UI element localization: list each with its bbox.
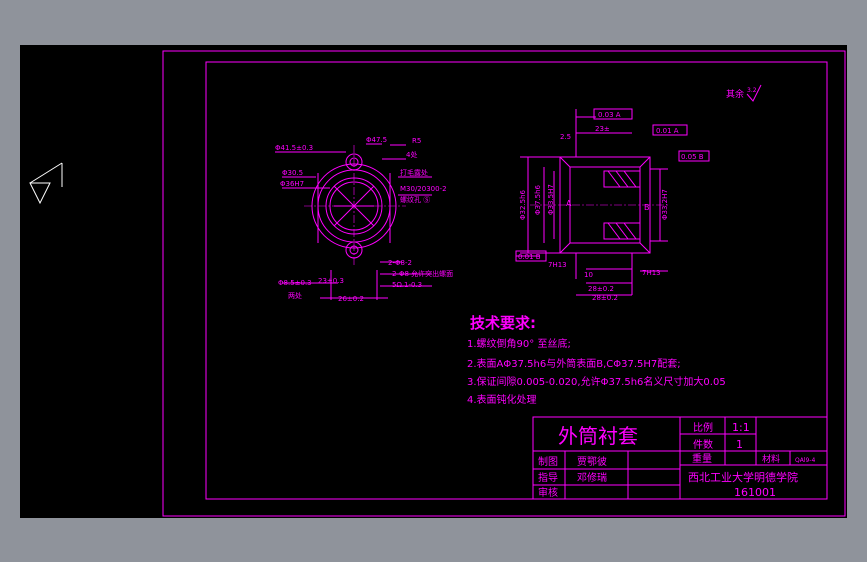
drawing-annotation: 重量 bbox=[692, 452, 712, 465]
drawing-annotation: 28±0.2 bbox=[592, 294, 618, 302]
front-view bbox=[275, 143, 432, 300]
drawing-annotation: Φ37.5h6 bbox=[534, 184, 542, 215]
tech-item: 4.表面钝化处理 bbox=[467, 393, 537, 406]
outer-frame bbox=[162, 50, 846, 517]
drawing-annotation: 螺纹孔 Ⓢ bbox=[400, 195, 430, 204]
drawing-annotation: 0.01 B bbox=[518, 253, 541, 261]
drawing-annotation: 28±0.2 bbox=[588, 285, 614, 293]
drawing-number: 161001 bbox=[734, 486, 776, 499]
section-view bbox=[516, 109, 670, 296]
drawing-annotation: 4处 bbox=[406, 150, 417, 159]
drawing-annotation: 材料 bbox=[762, 453, 780, 465]
drawing-annotation: 制图 bbox=[538, 455, 558, 468]
tech-title: 技术要求: bbox=[470, 314, 536, 332]
drawing-annotation: 两处 bbox=[288, 291, 302, 300]
tech-item: 2.表面AΦ37.5h6与外筒表面B,CΦ37.5H7配套; bbox=[467, 357, 681, 370]
drawing-annotation: 1:1 bbox=[732, 421, 750, 434]
drawing-annotation: 2-Φ8 允许突出螺面 bbox=[392, 269, 453, 278]
drawing-annotation: Φ47.5 bbox=[366, 136, 387, 144]
drawing-annotation: 23± bbox=[595, 125, 610, 133]
drawing-annotation: Φ32.5h6 bbox=[519, 189, 527, 220]
tolerance-frames bbox=[515, 108, 710, 262]
drawing-annotation: 10 bbox=[584, 271, 593, 279]
drawing-annotation: 其余 bbox=[726, 88, 744, 100]
drawing-annotation: 23±0.3 bbox=[318, 277, 344, 285]
drawing-annotation: 2-Φ8-2 bbox=[388, 259, 412, 267]
drawing-annotation: Φ41.5±0.3 bbox=[275, 144, 313, 152]
drawing-annotation: 0.01 A bbox=[656, 127, 679, 135]
drawing-annotation: QAl9-4 bbox=[795, 457, 815, 464]
drawing-annotation: Φ8.5±0.3 bbox=[278, 279, 312, 287]
ucs-icon bbox=[29, 162, 63, 205]
drawing-annotation: 件数 bbox=[693, 438, 713, 451]
drawing-annotation: R5 bbox=[412, 137, 421, 145]
roughness-note: 其余 3.2 bbox=[726, 84, 762, 102]
drawing-annotation: 1 bbox=[736, 438, 743, 451]
drawing-canvas[interactable]: 其余 3.2 Φ41.5±0.3 Φ47.5 bbox=[20, 45, 847, 518]
drawing-annotation: B bbox=[644, 203, 650, 212]
drawing-annotation: 2.5 bbox=[560, 133, 571, 141]
part-name: 外筒衬套 bbox=[558, 424, 638, 448]
drawing-annotation: Φ33.5H7 bbox=[547, 184, 555, 215]
drawing-annotation: 26±0.2 bbox=[338, 295, 364, 303]
title-block bbox=[532, 416, 828, 500]
inner-frame bbox=[205, 61, 828, 500]
drawing-annotation: 0.05 B bbox=[681, 153, 704, 161]
tech-item: 3.保证间隙0.005-0.020,允许Φ37.5h6名义尺寸加大0.05 bbox=[467, 375, 726, 388]
drawing-annotation: 5Ω.1-0.3 bbox=[392, 281, 422, 289]
drawing-annotation: 邓修瑞 bbox=[577, 471, 607, 484]
drawing-annotation: Φ33.2H7 bbox=[661, 189, 669, 220]
drawing-annotation: 比例 bbox=[693, 421, 713, 434]
drawing-annotation: 3.2 bbox=[747, 87, 757, 94]
school-name: 西北工业大学明德学院 bbox=[688, 470, 798, 484]
drawing-annotation: Φ36H7 bbox=[280, 180, 304, 188]
drawing-annotation: M30/20300-2 bbox=[400, 185, 447, 193]
drawing-annotation: 审核 bbox=[538, 486, 558, 499]
drawing-annotation: 0.03 A bbox=[598, 111, 621, 119]
drawing-annotation: 7H13 bbox=[642, 269, 661, 277]
drawing-annotation: Φ30.5 bbox=[282, 169, 303, 177]
drawing-annotation: 7H13 bbox=[548, 261, 567, 269]
tech-item: 1.螺纹倒角90° 至丝底; bbox=[467, 337, 571, 350]
drawing-annotation: 指导 bbox=[538, 471, 558, 484]
drawing-annotation: 贾鄂彼 bbox=[577, 455, 607, 468]
drawing-annotation: 打毛露处 bbox=[400, 168, 428, 177]
drawing-annotation: A bbox=[566, 199, 572, 208]
